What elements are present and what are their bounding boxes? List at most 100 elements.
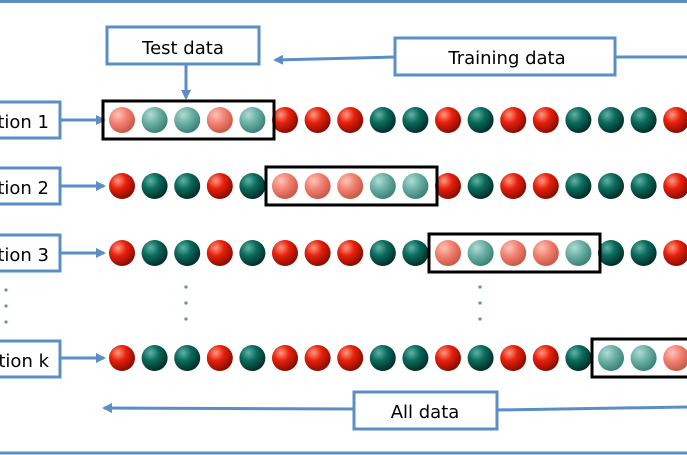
training-red-ball [435,107,461,133]
test-green-ball [565,240,592,266]
training-red-ball [272,345,298,371]
training-red-ball [500,173,527,199]
training-red-ball [500,345,527,371]
training-red-ball [206,240,233,266]
training-green-ball [598,173,624,199]
training-green-ball [141,345,168,371]
training-green-ball [467,107,494,133]
all-data-label: All data [391,402,460,423]
training-green-ball [402,240,429,266]
training-red-ball [109,240,135,266]
test-red-ball [109,107,135,133]
iteration-2-box: tion 2 [0,166,62,206]
training-green-ball [174,173,201,199]
training-red-ball [532,107,559,133]
test-fold-frame [427,232,602,274]
test-green-ball [598,345,624,371]
training-data-label: Training data [447,48,565,69]
ellipsis-dots [4,285,482,324]
all-data-line-right [496,405,687,412]
test-red-ball [337,173,364,199]
training-red-ball [435,173,461,199]
iteration-k-label: tion k [0,351,50,372]
training-red-ball [206,173,233,199]
training-red-ball [663,173,687,199]
training-red-ball [337,345,364,371]
training-green-ball [369,107,396,133]
test-fold-frame [590,337,687,379]
training-red-ball [109,173,135,199]
test-red-ball [272,173,298,199]
training-green-ball [141,240,168,266]
test-red-ball [532,240,559,266]
iteration-row-2 [109,165,687,207]
test-red-ball [435,240,461,266]
training-green-ball [239,345,266,371]
iteration-1-label: tion 1 [0,112,49,133]
training-green-ball [402,345,429,371]
training-green-ball [174,240,201,266]
training-green-ball [630,173,657,199]
all-data-arrow-left [102,403,355,414]
ball-rows [101,99,687,379]
training-red-ball [532,173,559,199]
test-red-ball [206,107,233,133]
test-green-ball [141,107,168,133]
training-red-ball [500,107,527,133]
test-green-ball [630,345,657,371]
test-green-ball [239,107,266,133]
training-red-ball [663,240,687,266]
training-red-ball [663,107,687,133]
training-green-ball [565,173,592,199]
training-green-ball [402,107,429,133]
test-red-ball [304,173,331,199]
test-fold-frame [101,99,276,141]
test-fold-frame [264,165,439,207]
training-green-ball [598,240,624,266]
training-red-ball [532,345,559,371]
iteration-3-box: tion 3 [0,233,62,273]
training-red-ball [304,107,331,133]
test-red-ball [500,240,527,266]
training-green-ball [630,240,657,266]
iteration-1-box: tion 1 [0,100,62,140]
all-data-box: All data [352,390,499,431]
test-data-label: Test data [141,38,224,59]
training-green-ball [141,173,168,199]
training-data-box: Training data [393,36,617,77]
iteration-row-3 [109,232,687,274]
training-green-ball [565,107,592,133]
training-red-ball [206,345,233,371]
iteration-row-1 [101,99,687,141]
training-red-ball [304,240,331,266]
training-green-ball [630,107,657,133]
training-data-arrow-left [273,54,396,65]
iteration-k-box: tion k [0,339,62,379]
training-red-ball [272,107,298,133]
training-green-ball [239,240,266,266]
test-green-ball [402,173,429,199]
test-data-box: Test data [105,25,261,66]
training-green-ball [369,345,396,371]
training-green-ball [598,107,624,133]
test-green-ball [174,107,201,133]
test-green-ball [369,173,396,199]
iteration-3-label: tion 3 [0,245,49,266]
training-red-ball [272,240,298,266]
test-green-ball [467,240,494,266]
training-green-ball [565,345,592,371]
training-green-ball [369,240,396,266]
training-red-ball [304,345,331,371]
training-green-ball [174,345,201,371]
training-green-ball [467,345,494,371]
training-red-ball [337,240,364,266]
test-red-ball [663,345,687,371]
iteration-row-4 [109,337,687,379]
training-green-ball [239,173,266,199]
training-green-ball [467,173,494,199]
iteration-2-label: tion 2 [0,178,49,199]
training-red-ball [435,345,461,371]
training-red-ball [337,107,364,133]
training-red-ball [109,345,135,371]
